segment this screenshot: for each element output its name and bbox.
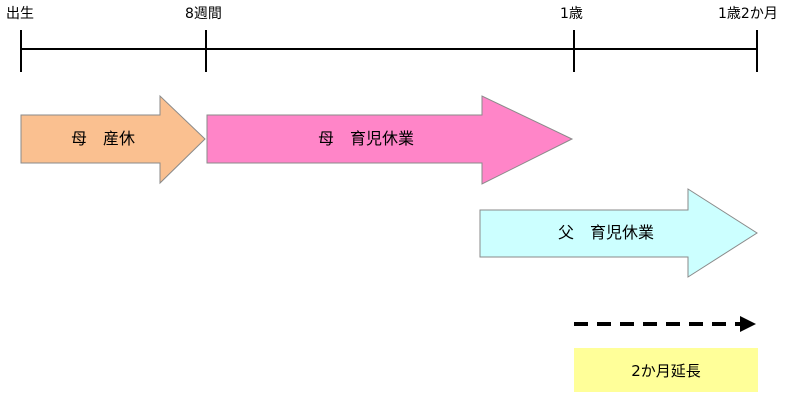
extension-arrowhead [740, 316, 756, 332]
tick-label-1-year-2-months: 1歳2か月 [718, 6, 778, 22]
tick-label-8-weeks: 8週間 [185, 6, 222, 22]
mother-childcare-leave-label: 母 育児休業 [317, 129, 415, 148]
father-childcare-leave-arrow [479, 188, 758, 278]
extension-label-box: 2か月延長 [574, 348, 758, 392]
mother-maternity-leave-arrow [20, 94, 206, 185]
mother-maternity-leave-label: 母 産休 [70, 129, 136, 148]
tick-label-birth: 出生 [6, 6, 34, 22]
extension-label: 2か月延長 [631, 361, 701, 380]
tick-label-1-year: 1歳 [560, 6, 583, 22]
mother-childcare-leave-arrow [206, 95, 574, 185]
father-childcare-leave-label: 父 育児休業 [557, 223, 655, 242]
